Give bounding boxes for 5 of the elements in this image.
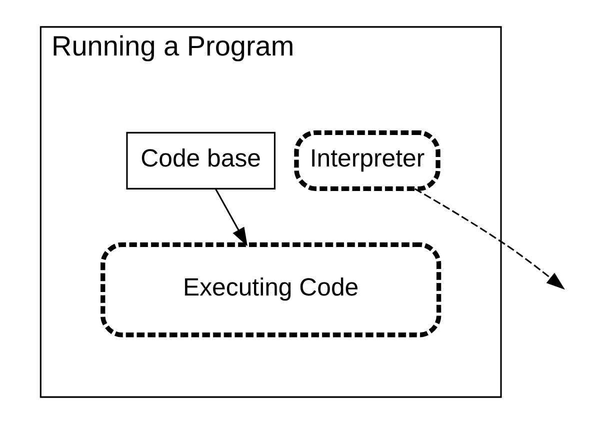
node-box: Interpreter: [294, 130, 440, 191]
arrow: [215, 188, 248, 246]
arrow: [414, 188, 565, 290]
node-box: Code base: [126, 132, 276, 190]
node-box: Executing Code: [100, 242, 442, 338]
